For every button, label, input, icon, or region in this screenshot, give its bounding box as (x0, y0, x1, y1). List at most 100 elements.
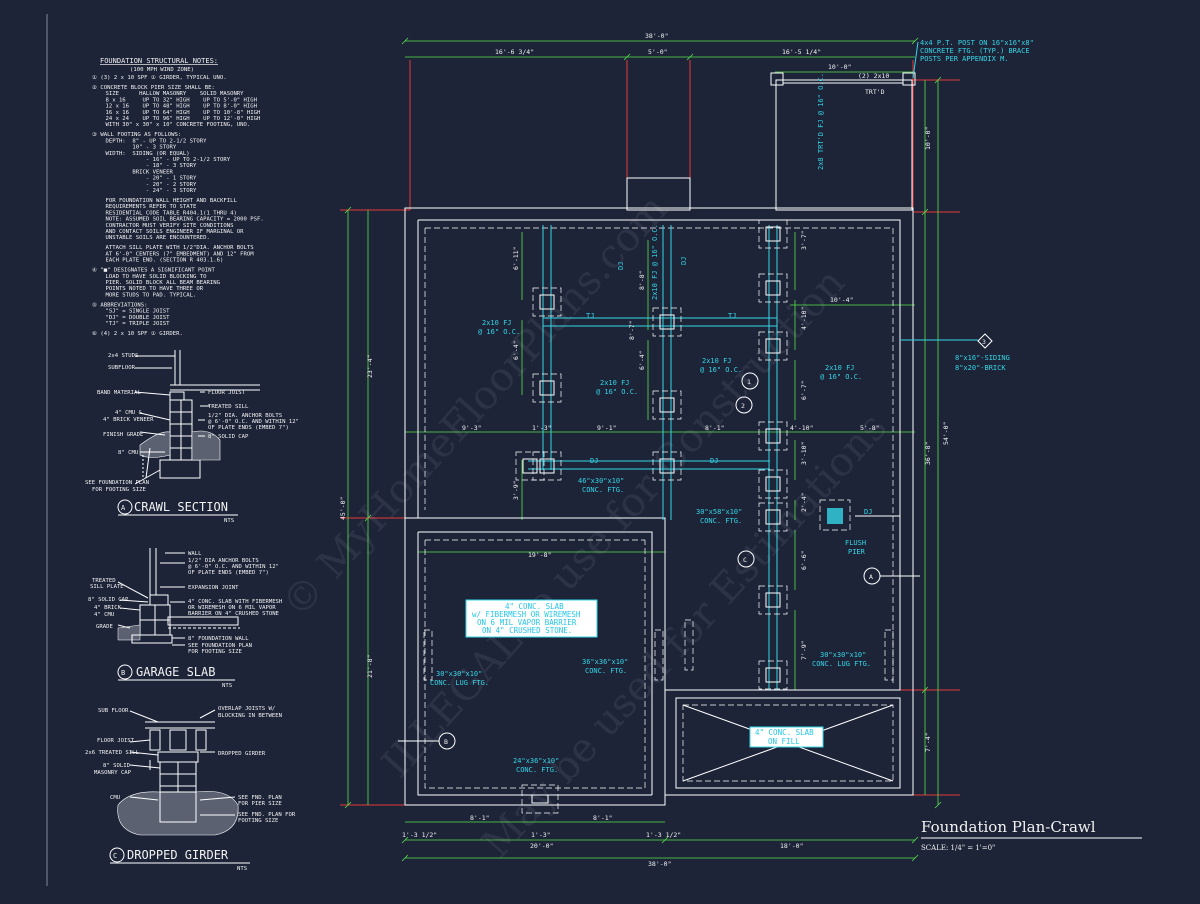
crawl-label-grade: FINISH GRADE (103, 432, 144, 438)
notes-line: "TJ" = TRIPLE JOIST (92, 321, 170, 327)
dim-bottom-4: 8'-1" (593, 814, 613, 822)
notes-line: CONTRACTOR MUST VERIFY SITE CONDITIONS (92, 223, 233, 229)
piers (515, 219, 788, 690)
slab-fill-1: 4" CONC. SLAB (755, 728, 814, 737)
porch-post-left (770, 72, 784, 86)
pier (765, 667, 781, 683)
dj-label-5: DJ (680, 257, 688, 265)
notes-line: POINTS NOTED TO HAVE THREE OR (92, 286, 204, 292)
detail-a-title: CRAWL SECTION (134, 500, 228, 514)
dim-int-19: 6'-6" (800, 550, 808, 570)
notes-line: 24 x 24 UP TO 96" HIGH UP TO 12'-0" HIGH (92, 116, 260, 122)
detail-a-id: A (121, 504, 126, 512)
garage-label-fdn-wall: 8" FOUNDATION WALL (188, 636, 249, 642)
ftg-36-2: CONC. FTG. (585, 667, 627, 675)
garage-label-footing: FOR FOOTING SIZE (188, 649, 243, 655)
slab-fill-2: ON FILL (768, 737, 800, 746)
notes-line: ⑤ ABBREVIATIONS: (92, 301, 148, 308)
dim-int-9: 6'-11" (512, 247, 520, 270)
notes-line: ATTACH SILL PLATE WITH 1/2"DIA. ANCHOR B… (92, 245, 254, 251)
garage-label-brick: 4" BRICK (94, 605, 122, 611)
garage-label-anchor-3: OF PLATE ENDS (EMBED 7") (188, 570, 269, 576)
crawl-label-brick: 4" BRICK VENEER (103, 417, 154, 423)
crawl-label-anchor: 1/2" DIA. ANCHOR BOLTS (208, 413, 282, 419)
notes-line: 8 x 16 UP TO 32" HIGH UP TO 5'-0" HIGH (92, 97, 257, 103)
foundation-plan: 38'-0" 16'-6 3/4" 5'-0" 16'-5 1/4" 10'-0… (339, 32, 1142, 868)
ftg-46-1: 46"x30"x10" (578, 477, 624, 485)
pier-footing (532, 451, 562, 481)
detail-a-scale: NTS (224, 518, 234, 524)
porch-post-right (902, 72, 916, 86)
notes-line: 10" - 3 STORY (92, 145, 177, 151)
dim-int-5: 4'-10" (790, 424, 813, 432)
pier (765, 509, 781, 525)
notes-line: - 20" - 2 STORY (92, 182, 197, 188)
pier-footing (652, 390, 682, 420)
girder-label-subfloor: SUB FLOOR (98, 708, 129, 714)
notes-line: ① (3) 2 x 10 SPF ① GIRDER, TYPICAL UNO. (92, 74, 227, 81)
crawl-label-footing: FOR FOOTING SIZE (92, 487, 147, 493)
slab-fill-box (749, 726, 824, 748)
fj-left-2: @ 16" O.C. (478, 328, 520, 336)
dim-left-upper: 23'-4" (366, 355, 374, 378)
porch-joist-label: 2x8 TRT'D FJ @ 16" O.C. (817, 73, 825, 170)
fj-mid-2: @ 16" O.C. (596, 388, 638, 396)
post-note-3: POSTS PER APPENDIX M. (920, 55, 1009, 63)
flush-pier (827, 508, 843, 524)
notes-lines: ① (3) 2 x 10 SPF ① GIRDER, TYPICAL UNO. ②… (92, 74, 264, 337)
ftg-lug-r-1: 30"x30"x10" (820, 651, 866, 659)
dim-left-overall: 45'-0" (339, 497, 347, 520)
label-2x10: (2) 2x10 (858, 72, 889, 80)
dim-right-slab: 7'-4" (924, 732, 932, 752)
notes-line: 12 x 16 UP TO 48" HIGH UP TO 8'-0" HIGH (92, 104, 257, 110)
girder-label-cap: MASONRY CAP (94, 770, 132, 776)
dim-top-left: 16'-6 3/4" (495, 48, 534, 56)
flush-pier-footing (819, 499, 851, 531)
slab-note-2: w/ FIBERMESH OR WIREMESH (472, 610, 581, 619)
ftg-lug-l-2: CONC. LUG FTG. (430, 679, 489, 687)
notes-line: ② CONCRETE BLOCK PIER SIZE SHALL BE: (92, 84, 215, 91)
girder-label-dropped: DROPPED GIRDER (218, 751, 266, 757)
pier (539, 294, 555, 310)
girder-label-cmu: CMU (110, 795, 120, 801)
dim-int-2: 1'-3" (532, 424, 552, 432)
notes-line: PIER. SOLID BLOCK ALL BEAM BEARING (92, 280, 221, 286)
dim-bottom-3: 1'-3" (531, 831, 551, 839)
garage-label-see-plan: SEE FOUNDATION PLAN (188, 643, 252, 649)
dim-int-1: 9'-3" (462, 424, 482, 432)
dim-int-6: 5'-8" (860, 424, 880, 432)
notes-line: WIDTH: SIDING (OR EQUAL) (92, 151, 190, 157)
dim-int-16: 6'-7" (800, 380, 808, 400)
notes-line: RESIDENTIAL CODE TABLE R404.1(1 THRU 4) (92, 210, 237, 216)
pier-footing (758, 273, 788, 303)
pier-footing (532, 373, 562, 403)
crawl-label-band: BAND MATERIAL (97, 390, 141, 396)
pier (539, 458, 555, 474)
notes-line: SIZE HALLOW MASONRY SOLID MASONRY (92, 91, 244, 97)
siding-label-1: 8"x16"-SIDING (955, 354, 1010, 362)
dj-label-3: DJ (864, 508, 872, 516)
pier-footing (758, 660, 788, 690)
girder-label-pier: FOR PIER SIZE (238, 801, 282, 807)
dim-int-3: 9'-1" (597, 424, 617, 432)
marker-b-text: B (444, 738, 448, 746)
dim-right-main: 36'-8" (924, 442, 932, 465)
notes-line: ④ "■" DESIGNATES A SIGNIFICANT POINT (92, 267, 216, 274)
marker-3-text: 3 (982, 338, 986, 346)
detail-c-id: C (113, 852, 117, 860)
girder-label-blocking: BLOCKING IN BETWEEN (218, 713, 282, 719)
pier-footing (532, 287, 562, 317)
pier-footing (758, 469, 788, 499)
garage-label-wall: WALL (188, 551, 202, 557)
dim-int-13: 8'-8" (638, 270, 646, 290)
dim-int-20: 7'-9" (800, 640, 808, 660)
foundation-wall-inner (418, 219, 901, 795)
pier-footing (652, 307, 682, 337)
crawl-label-cmu: 4" CMU & (115, 410, 143, 416)
fj-left-1: 2x10 FJ (482, 319, 512, 327)
pier (765, 280, 781, 296)
detail-a-marker (117, 499, 133, 515)
watermark-1: © MyHomeFloorPlans.com (273, 186, 676, 627)
